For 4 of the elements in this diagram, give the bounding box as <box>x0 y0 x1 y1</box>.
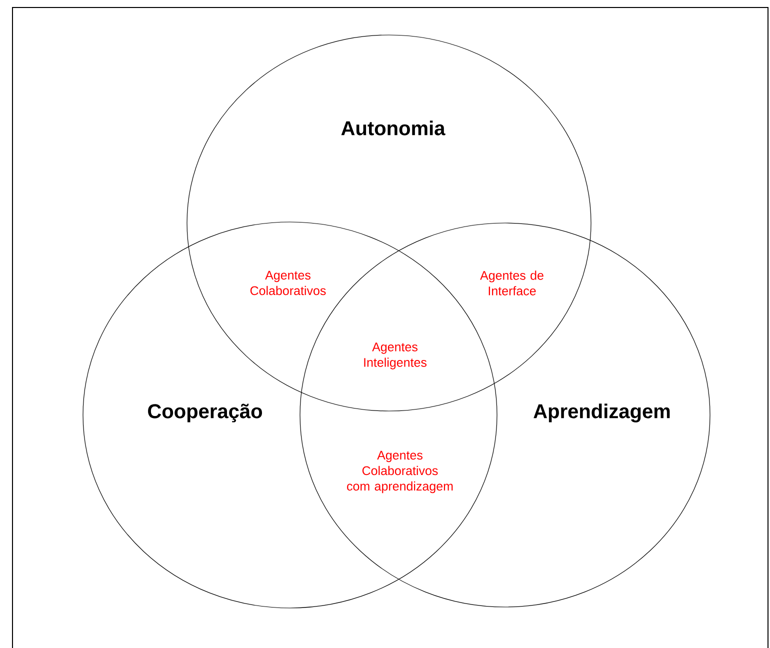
overlap-label: Agentes de Interface <box>480 270 544 296</box>
overlap-label: Agentes Inteligentes <box>364 342 427 370</box>
overlap-label: Agentes Colaborativos <box>250 270 326 296</box>
overlap-label: Agentes Colaborativos com aprendizagem <box>347 450 453 494</box>
